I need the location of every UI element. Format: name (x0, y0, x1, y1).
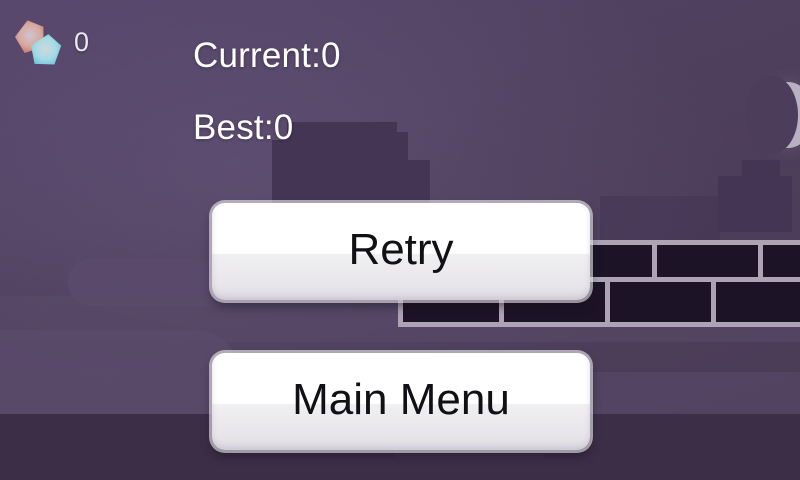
gem-count-label: 0 (74, 27, 90, 57)
gem-cyan-icon (27, 32, 65, 70)
main-menu-button[interactable]: Main Menu (212, 353, 590, 450)
best-score-label: Best:0 (193, 108, 294, 147)
background-ruin-silhouette (600, 196, 720, 240)
background-ruin-silhouette (718, 176, 792, 232)
gem-pair-icon (12, 20, 70, 68)
retry-button[interactable]: Retry (212, 203, 590, 300)
current-score-label: Current:0 (193, 36, 341, 75)
brick (716, 277, 800, 327)
brick (763, 240, 800, 282)
brick (657, 240, 763, 282)
crescent-moon-icon (746, 76, 800, 154)
brick (610, 277, 716, 327)
